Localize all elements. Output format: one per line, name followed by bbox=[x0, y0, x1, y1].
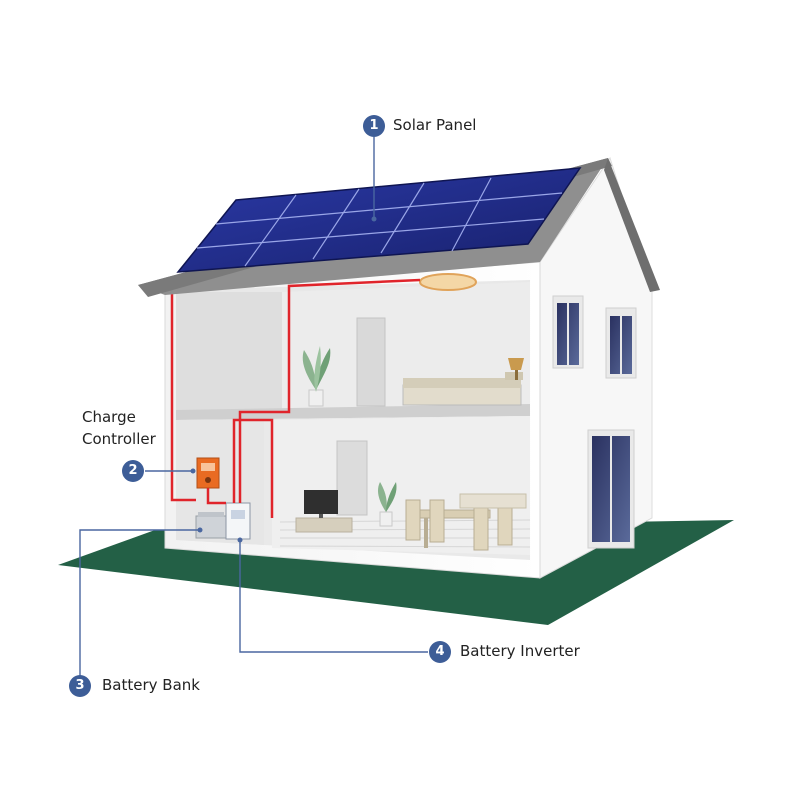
callout-label-charge-controller: Charge Controller bbox=[82, 406, 192, 450]
callout-label-solar-panel: Solar Panel bbox=[393, 116, 476, 134]
side-window-right bbox=[606, 308, 636, 378]
battery-inverter-device bbox=[226, 503, 250, 539]
callout-badge-battery-inverter: 4 bbox=[429, 641, 451, 663]
callout-badge-battery-bank: 3 bbox=[69, 675, 91, 697]
kitchen-counter bbox=[460, 494, 526, 508]
callout-badge-solar-panel: 1 bbox=[363, 115, 385, 137]
ceiling-light bbox=[420, 274, 476, 290]
side-window-left bbox=[553, 296, 583, 368]
callout-label-battery-bank: Battery Bank bbox=[102, 676, 200, 694]
callout-badge-charge-controller: 2 bbox=[122, 460, 144, 482]
callout-label-battery-inverter: Battery Inverter bbox=[460, 642, 580, 660]
charge-controller-device bbox=[197, 458, 219, 488]
battery-bank-device bbox=[196, 512, 226, 538]
side-glass-door bbox=[588, 430, 634, 548]
